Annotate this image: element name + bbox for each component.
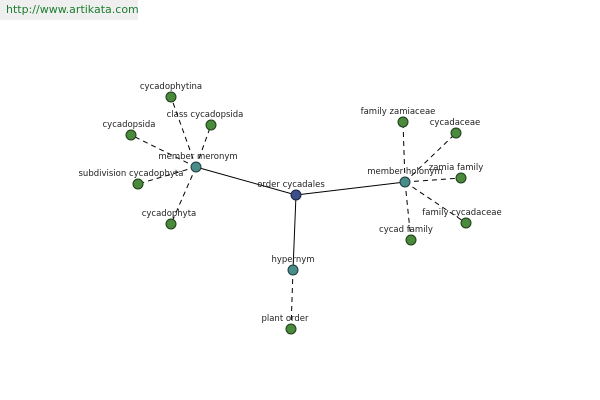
label-class-cycadopsida: class cycadopsida [167, 110, 244, 120]
edge-meronym-cycadopsida [130, 134, 197, 168]
edge-root-meronym [195, 166, 297, 196]
label-member-holonym: member holonym [367, 167, 442, 177]
node-cycadophyta[interactable] [165, 218, 177, 230]
edge-holonym-cycadaceae [404, 132, 457, 183]
edge-holonym-family-zamiaceae [402, 121, 406, 183]
label-cycadaceae: cycadaceae [430, 118, 481, 128]
node-order-cycadales[interactable] [290, 189, 302, 201]
edge-meronym-subdivision-cycadophyta [137, 166, 197, 185]
node-cycad-family[interactable] [405, 234, 417, 246]
node-member-meronym[interactable] [190, 161, 202, 173]
edge-hypernym-plant-order [290, 269, 294, 330]
label-family-zamiaceae: family zamiaceae [361, 107, 436, 117]
node-cycadaceae[interactable] [450, 127, 462, 139]
label-cycadophyta: cycadophyta [142, 209, 197, 219]
node-cycadopsida[interactable] [125, 129, 137, 141]
edge-root-hypernym [292, 194, 297, 271]
label-cycadophytina: cycadophytina [140, 82, 202, 92]
label-hypernym: hypernym [271, 255, 314, 265]
label-family-cycadaceae: family cycadaceae [422, 208, 501, 218]
edge-meronym-class-cycadopsida [195, 124, 212, 168]
edge-holonym-zamia-family [404, 177, 462, 183]
edge-holonym-cycad-family [404, 181, 412, 241]
label-order-cycadales: order cycadales [257, 180, 325, 190]
label-cycadopsida: cycadopsida [103, 120, 156, 130]
node-hypernym[interactable] [287, 264, 299, 276]
label-member-meronym: member meronym [158, 152, 237, 162]
edge-root-holonym [295, 181, 406, 196]
label-cycad-family: cycad family [379, 225, 433, 235]
edge-meronym-cycadophyta [170, 166, 197, 225]
node-class-cycadopsida[interactable] [205, 119, 217, 131]
node-zamia-family[interactable] [455, 172, 467, 184]
node-family-zamiaceae[interactable] [397, 116, 409, 128]
node-plant-order[interactable] [285, 323, 297, 335]
node-member-holonym[interactable] [399, 176, 411, 188]
node-family-cycadaceae[interactable] [460, 217, 472, 229]
edge-meronym-cycadophytina [170, 96, 197, 168]
node-cycadophytina[interactable] [165, 91, 177, 103]
label-zamia-family: zamia family [429, 163, 483, 173]
edge-holonym-family-cycadaceae [404, 181, 467, 224]
label-subdivision-cycadophyta: subdivision cycadophyta [79, 169, 184, 179]
label-plant-order: plant order [261, 314, 309, 324]
node-subdivision-cycadophyta[interactable] [132, 178, 144, 190]
watermark-link[interactable]: http://www.artikata.com [0, 0, 139, 20]
